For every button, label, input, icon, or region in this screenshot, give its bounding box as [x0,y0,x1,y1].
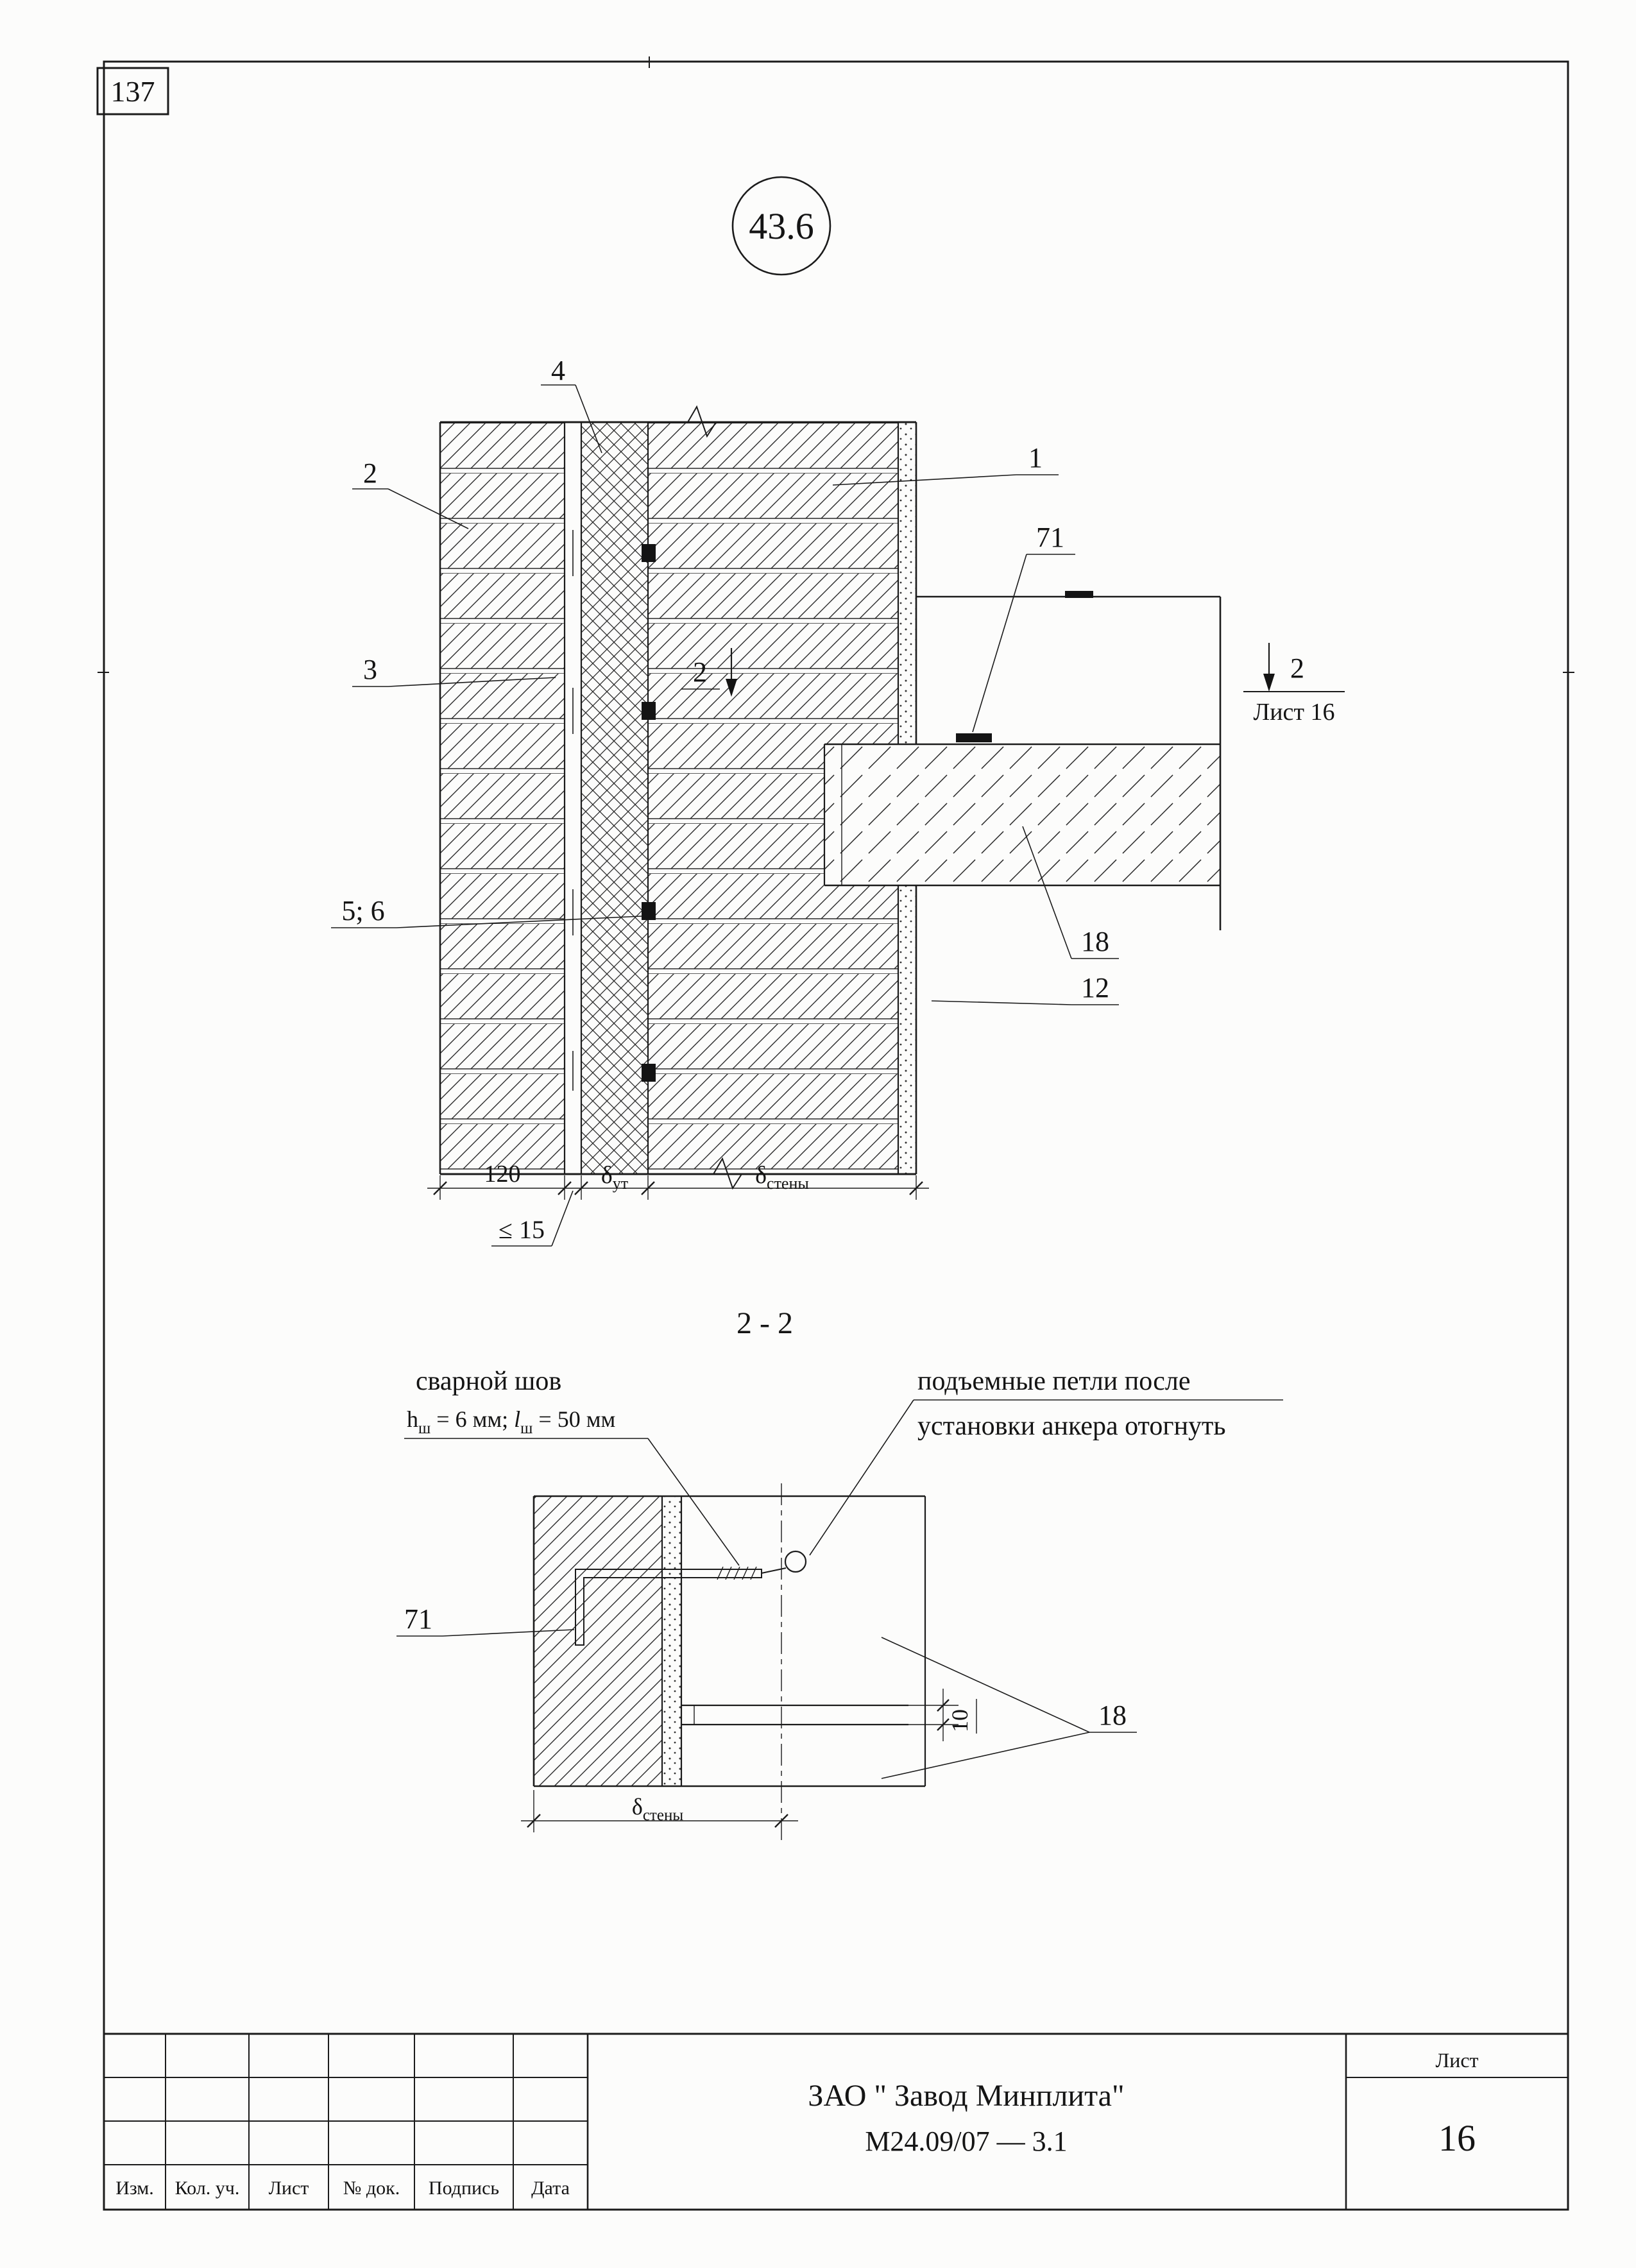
main-section-drawing: 4 2 1 71 3 [331,355,1345,1247]
weld-note-spec: hш = 6 мм; lш = 50 мм [407,1406,615,1437]
loops-note-line2: установки анкера отогнуть [917,1411,1226,1441]
dim-gap: ≤ 15 [491,1190,574,1247]
callout-3: 3 [352,654,556,687]
dim-gap-label: ≤ 15 [498,1215,545,1244]
callout-3-label: 3 [363,654,377,685]
titleblock-col-podpis: Подпись [429,2178,499,2199]
callout-2: 2 [352,457,469,529]
plan-callout-18-label: 18 [1098,1700,1127,1731]
plan-slab-joint: 10 [681,1689,977,1741]
dim-insulation-label: δут [601,1162,628,1193]
callout-1-label: 1 [1028,442,1043,473]
anchor-plate-mark [1065,591,1093,598]
plan-callout-18: 18 [881,1637,1137,1779]
callout-71-label: 71 [1036,522,1064,553]
lifting-loops-note: подъемные петли после установки анкера о… [809,1367,1283,1556]
section-title: 2 - 2 [737,1306,793,1340]
callout-5-6-label: 5; 6 [341,895,384,926]
titleblock-col-list: Лист [269,2178,309,2199]
page-number-box: 137 [96,67,169,115]
callout-12-label: 12 [1081,972,1109,1003]
detail-number: 43.6 [749,205,814,247]
section-mark-left: 2 [681,648,737,697]
anchor-plate-mark [956,733,992,742]
document-number: М24.09/07 — 3.1 [865,2126,1067,2157]
plan-callout-71-label: 71 [404,1603,432,1635]
title-block: Изм. Кол. уч. Лист № док. Подпись Дата З… [104,2033,1568,2210]
callout-4: 4 [541,355,602,454]
page-number: 137 [111,75,155,108]
floor-slab [823,591,1222,930]
sheet-frame: 137 [96,56,1574,2211]
dim-wall-label: δстены [755,1162,809,1193]
main-callouts: 4 2 1 71 3 [331,355,1119,1005]
callout-5-6: 5; 6 [331,895,642,928]
callout-71: 71 [972,522,1075,733]
anchor-marks [642,544,656,1082]
callout-4-label: 4 [551,355,565,386]
titleblock-col-kol: Кол. уч. [175,2178,240,2199]
sheet-label: Лист [1435,2049,1478,2072]
section-mark-left-label: 2 [693,656,707,688]
plan-callout-71: 71 [396,1603,575,1637]
sheet-reference-label: Лист 16 [1253,699,1334,726]
plan-dimension: δстены [521,1790,798,1832]
plan-wall [533,1495,926,1787]
plan-anchor [575,1550,807,1646]
section-mark-right-label: 2 [1290,652,1304,684]
dim-120-label: 120 [484,1161,521,1188]
break-line-icon [713,1157,742,1190]
plan-detail-drawing: 10 71 18 сварной шов hш = 6 мм; lш = 50 … [396,1367,1283,1845]
section-mark-right: 2 Лист 16 [1243,643,1345,726]
callout-18-label: 18 [1081,926,1109,957]
weld-note-line1: сварной шов [416,1367,561,1396]
callout-12: 12 [931,972,1119,1005]
titleblock-col-izm: Изм. [115,2178,154,2199]
plan-dim-wall-label: δстены [632,1794,683,1824]
titleblock-col-dok: № док. [343,2178,400,2199]
main-dimensions: 120 δут δстены ≤ 15 [427,1161,929,1247]
titleblock-col-data: Дата [531,2178,570,2199]
loops-note-line1: подъемные петли после [917,1367,1191,1396]
callout-1: 1 [832,442,1059,486]
lifting-loop-icon [784,1550,807,1573]
weld-note: сварной шов hш = 6 мм; lш = 50 мм [404,1367,740,1566]
section-cut-markers: 2 2 Лист 16 [681,643,1345,726]
arrow-down-icon [1263,674,1275,692]
callout-2-label: 2 [363,457,377,489]
arrow-down-icon [726,679,737,697]
dim-10-label: 10 [947,1709,973,1732]
break-line-icon [687,405,717,438]
weld-ticks [717,1566,757,1580]
detail-number-circle: 43.6 [731,176,831,276]
callout-18: 18 [1022,826,1119,959]
company-name: ЗАО " Завод Минплита" [808,2079,1124,2113]
sheet-number: 16 [1438,2117,1476,2159]
